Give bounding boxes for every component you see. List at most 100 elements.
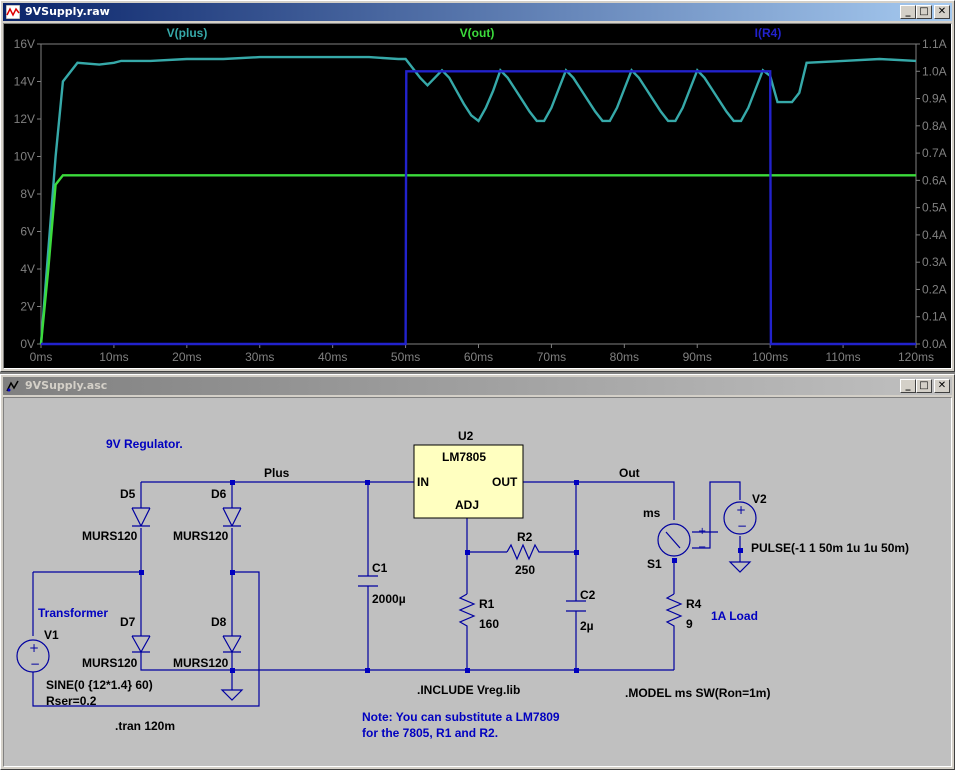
svg-text:+: + [736,503,746,517]
diode-d5[interactable] [131,507,151,527]
diode-d6[interactable] [222,507,242,527]
series-line-1 [39,174,916,345]
schematic-canvas[interactable]: +− +− +− 9V Regulator. Plus Out [3,397,952,767]
x-tick-label: 110ms [826,350,861,364]
note-line-1: Note: You can substitute a LM7809 [362,710,560,724]
model-directive[interactable]: .MODEL ms SW(Ron=1m) [625,686,770,700]
r1-value: 160 [479,617,499,631]
y-tick-label-right: 0.9A [922,92,947,106]
x-tick-label: 50ms [391,350,420,364]
v1-ref: V1 [44,628,59,642]
maximize-button[interactable]: □ [916,379,932,393]
resistor-r4[interactable] [665,593,683,632]
d8-model: MURS120 [173,656,229,670]
y-tick-label-right: 1.0A [922,64,947,78]
c1-ref: C1 [372,561,388,575]
d7-model: MURS120 [82,656,138,670]
regulator-u2[interactable] [413,444,524,519]
y-tick-label-left: 16V [14,37,35,51]
y-tick-label-right: 0.4A [922,228,947,242]
x-tick-label: 70ms [537,350,566,364]
x-tick-label: 80ms [610,350,639,364]
y-tick-label-left: 14V [14,75,35,89]
series-line-0 [39,55,917,345]
r2-ref: R2 [517,530,533,544]
schematic-window[interactable]: 9VSupply.asc _ □ ✕ [0,374,955,770]
svg-text:−: − [737,519,747,533]
maximize-button[interactable]: □ [916,5,932,19]
y-tick-label-right: 0.5A [922,201,947,215]
note-line-2: for the 7805, R1 and R2. [362,726,498,740]
wire [692,481,741,549]
y-tick-label-right: 0.8A [922,119,947,133]
y-tick-label-left: 12V [14,112,35,126]
y-tick-label-right: 0.7A [922,146,947,160]
x-tick-label: 100ms [752,350,788,364]
x-tick-label: 20ms [172,350,201,364]
tran-directive[interactable]: .tran 120m [115,719,175,733]
load-label: 1A Load [711,609,758,623]
c2-ref: C2 [580,588,596,602]
trace-label-v-out[interactable]: V(out) [460,26,495,40]
plot-window-title: 9VSupply.raw [25,5,110,18]
wire [32,571,260,707]
r4-ref: R4 [686,597,702,611]
ground-symbol [728,561,752,573]
close-button[interactable]: ✕ [934,5,950,19]
y-tick-label-left: 2V [20,300,35,314]
schematic-window-title: 9VSupply.asc [25,379,108,392]
schematic-drawing[interactable]: +− +− +− 9V Regulator. Plus Out [4,398,952,767]
capacitor-c2[interactable] [566,600,586,612]
voltage-source-v1[interactable] [16,639,50,673]
d5-model: MURS120 [82,529,138,543]
close-button[interactable]: ✕ [934,379,950,393]
x-tick-label: 90ms [683,350,712,364]
y-tick-label-left: 10V [14,150,35,164]
y-tick-label-right: 0.0A [922,337,947,351]
y-tick-label-right: 0.6A [922,173,947,187]
diode-d8[interactable] [222,635,242,653]
waveform-plot[interactable]: 16V14V12V10V8V6V4V2V0V1.1A1.0A0.9A0.8A0.… [4,24,952,369]
minimize-button[interactable]: _ [900,5,916,19]
capacitor-c1[interactable] [358,575,378,587]
plot-window-titlebar[interactable]: 9VSupply.raw _ □ ✕ [3,3,952,21]
s1-model: ms [643,506,661,520]
y-tick-label-left: 0V [20,337,35,351]
s1-ref: S1 [647,557,662,571]
voltage-source-v2[interactable] [723,501,757,535]
r2-value: 250 [515,563,535,577]
y-tick-label-right: 0.2A [922,282,947,296]
minimize-button[interactable]: _ [900,379,916,393]
resistor-r2[interactable] [506,543,544,561]
x-tick-label: 30ms [245,350,274,364]
x-tick-label: 120ms [898,350,934,364]
resistor-r1[interactable] [458,593,476,632]
d7-ref: D7 [120,615,136,629]
diode-d7[interactable] [131,635,151,653]
switch-s1[interactable] [657,523,691,557]
schematic-window-titlebar[interactable]: 9VSupply.asc _ □ ✕ [3,377,952,395]
c1-value: 2000µ [372,592,406,606]
r1-ref: R1 [479,597,495,611]
v2-value: PULSE(-1 1 50m 1u 1u 50m) [751,541,909,555]
c2-value: 2µ [580,619,594,633]
transformer-label: Transformer [38,606,108,620]
trace-label-i-r4[interactable]: I(R4) [755,26,782,40]
x-tick-label: 60ms [464,350,493,364]
d6-ref: D6 [211,487,227,501]
plot-frame [40,43,917,345]
u2-in-pin: IN [417,475,429,489]
y-tick-label-left: 6V [20,225,35,239]
svg-text:−: − [30,657,40,671]
ground-symbol [220,689,244,701]
waveform-icon [6,5,20,19]
r4-value: 9 [686,617,693,631]
svg-text:+: + [29,641,39,655]
v1-rser: Rser=0.2 [46,694,97,708]
trace-label-v-plus[interactable]: V(plus) [167,26,208,40]
regulator-title: 9V Regulator. [106,437,183,451]
include-directive[interactable]: .INCLUDE Vreg.lib [417,683,520,697]
x-tick-label: 10ms [99,350,128,364]
